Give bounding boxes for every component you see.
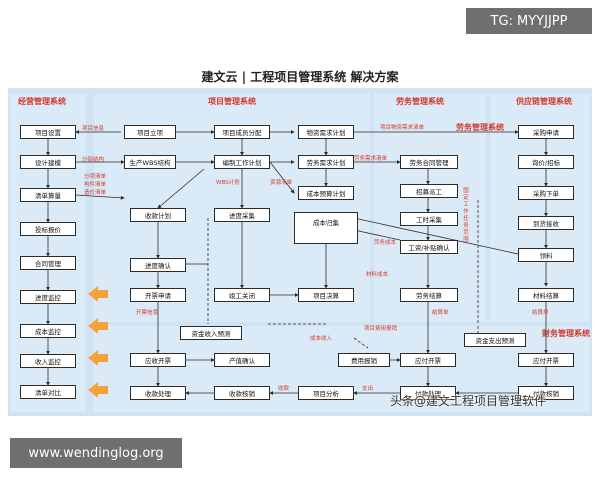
- node-invoice-request[interactable]: 开票申请: [130, 288, 186, 302]
- node-collection-plan[interactable]: 收款计划: [130, 208, 186, 222]
- label-settlement-material: 结算单: [532, 310, 549, 316]
- node-payment-writeoff[interactable]: 付款核销: [518, 386, 574, 400]
- node-collection-process[interactable]: 收款处理: [130, 386, 186, 400]
- node-material-settlement[interactable]: 材料结算: [518, 288, 574, 302]
- node-material-demand-plan[interactable]: 物资需求计划: [298, 125, 354, 139]
- node-payable-invoice-2[interactable]: 应付开票: [518, 353, 574, 367]
- label-division-structure: 分部结构: [82, 157, 105, 163]
- node-cost-budget-plan[interactable]: 成本预算计划: [298, 186, 354, 200]
- node-bid-quote[interactable]: 投标报价: [20, 222, 76, 236]
- node-inquiry-tender[interactable]: 询价/招标: [518, 155, 574, 169]
- node-payment-process[interactable]: 付款处理: [400, 386, 456, 400]
- node-goods-receipt[interactable]: 到货接收: [518, 216, 574, 230]
- label-material-demand-list: 项目物资需求清单: [380, 125, 425, 131]
- node-work-hours-collect[interactable]: 工时采集: [400, 212, 458, 226]
- node-cash-expense-forecast[interactable]: 资金支出预测: [464, 333, 526, 347]
- diagram-title: 建文云 | 工程项目管理系统 解决方案: [201, 70, 399, 84]
- orange-arrows: [88, 286, 108, 398]
- node-design-modeling[interactable]: 设计建模: [20, 155, 76, 169]
- section-supply-title: 供应链管理系统: [516, 97, 572, 106]
- node-project-settings[interactable]: 项目设置: [20, 125, 76, 139]
- watermark-top: TG: MYYJJPP: [466, 8, 592, 34]
- label-wbs-plan: WBS计划: [216, 180, 240, 186]
- label-item-list: 分项清单: [84, 174, 107, 180]
- section-finance-title: 财务管理系统: [542, 329, 590, 338]
- label-project-info: 项目信息: [82, 126, 105, 132]
- node-expense-claim[interactable]: 费用报销: [338, 353, 390, 367]
- node-income-monitor[interactable]: 收入监控: [20, 354, 76, 368]
- node-payable-invoice-1[interactable]: 应付开票: [400, 353, 456, 367]
- node-cost-collection[interactable]: 成本归集: [294, 212, 358, 244]
- label-resource-list: 资源清单: [270, 180, 293, 186]
- node-progress-monitor[interactable]: 进度监控: [20, 290, 76, 304]
- label-labor-demand-list: 劳务需求清单: [354, 156, 388, 162]
- node-work-plan[interactable]: 编制工作计划: [214, 155, 270, 169]
- label-expenditure: 支出: [362, 386, 374, 392]
- node-cost-monitor[interactable]: 成本监控: [20, 324, 76, 338]
- label-material-cost: 材料成本: [366, 272, 389, 278]
- node-completion-close[interactable]: 竣工关闭: [214, 288, 270, 302]
- node-material-pick[interactable]: 领料: [518, 248, 574, 262]
- label-settlement-labor: 结算单: [432, 310, 449, 316]
- node-purchase-order[interactable]: 采购下单: [518, 186, 574, 200]
- label-component-list: 构件清单: [84, 182, 107, 188]
- node-purchase-request[interactable]: 采购申请: [518, 125, 574, 139]
- node-wage-subsidy-confirm[interactable]: 工资/补贴确认: [400, 240, 458, 254]
- label-invoice-info: 开票信息: [136, 310, 159, 316]
- section-labor-sub-title: 劳务管理系统: [456, 123, 504, 132]
- watermark-bottom: www.wendinglog.org: [10, 438, 182, 468]
- node-labor-settlement[interactable]: 劳务结算: [400, 288, 458, 302]
- node-output-confirm[interactable]: 产值确认: [214, 353, 270, 367]
- node-collection-writeoff[interactable]: 收款核销: [214, 386, 270, 400]
- node-progress-collect[interactable]: 进度采集: [214, 208, 270, 222]
- node-recruit-dispatch[interactable]: 招募派工: [400, 184, 458, 198]
- node-project-approval[interactable]: 项目立项: [124, 125, 176, 139]
- label-project-expense: 项目费用报销: [364, 326, 398, 332]
- section-labor-title: 劳务管理系统: [396, 97, 444, 106]
- node-project-final-account[interactable]: 项目决算: [298, 288, 354, 302]
- label-labor-cost: 劳务成本: [374, 240, 397, 246]
- watermark-middle: 头条@建文工程项目管理软件: [390, 394, 547, 408]
- label-cost-income: 成本收入: [310, 336, 333, 342]
- node-member-assign[interactable]: 项目成员分配: [214, 125, 270, 139]
- node-progress-confirm[interactable]: 进度确认: [130, 258, 186, 272]
- section-business-title: 经营管理系统: [18, 97, 66, 106]
- node-project-analysis[interactable]: 项目分析: [298, 386, 354, 400]
- section-project-title: 项目管理系统: [208, 97, 256, 106]
- node-cash-income-forecast[interactable]: 资金收入预测: [180, 326, 242, 340]
- node-contract-management[interactable]: 合同管理: [20, 256, 76, 270]
- connector-lines: [46, 130, 548, 395]
- label-fixed-task-scope: 固定工作任务范围: [463, 188, 469, 243]
- node-labor-contract[interactable]: 劳务合同管理: [400, 155, 458, 169]
- node-wbs-structure[interactable]: 生产WBS结构: [124, 155, 176, 169]
- node-bill-quantity[interactable]: 清单算量: [20, 188, 76, 202]
- label-collection: 收款: [278, 386, 290, 392]
- node-labor-demand-plan[interactable]: 劳务需求计划: [298, 155, 354, 169]
- node-receivable-invoice[interactable]: 应收开票: [130, 353, 186, 367]
- label-cost-list: 造价清单: [84, 190, 107, 196]
- system-diagram: 经营管理系统 项目管理系统 劳务管理系统 劳务管理系统 供应链管理系统 财务管理…: [8, 88, 592, 416]
- node-bill-compare[interactable]: 清单对比: [20, 385, 76, 399]
